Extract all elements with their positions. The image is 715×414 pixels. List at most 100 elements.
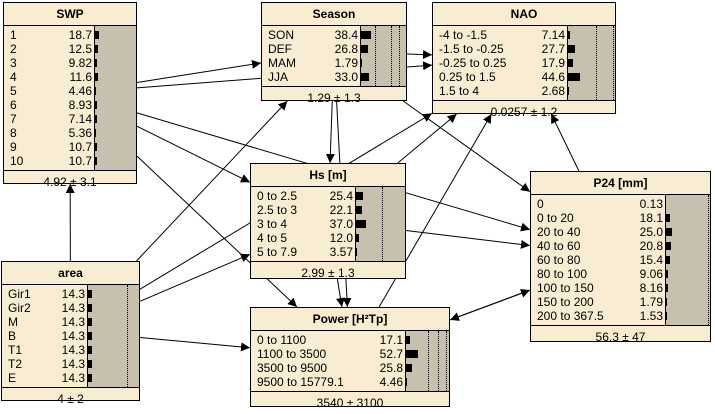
state-label: E xyxy=(8,371,16,385)
probability-bar xyxy=(95,129,96,137)
node-summary: 4.92 ± 3.1 xyxy=(4,171,136,193)
bar-row xyxy=(95,56,136,70)
state-label: DEF xyxy=(268,42,292,56)
probability-bar xyxy=(406,378,407,386)
state-label: 5 to 7.9 xyxy=(257,245,297,259)
probability-bar xyxy=(666,214,670,222)
bar-row xyxy=(88,315,139,329)
state-probability: 15.4 xyxy=(640,253,665,267)
probability-bar xyxy=(95,157,97,165)
bar-row xyxy=(666,211,710,225)
bar-row xyxy=(356,203,405,217)
state-probability: 7.14 xyxy=(542,28,567,42)
probability-bar xyxy=(361,73,369,81)
bar-row xyxy=(568,42,615,56)
node-summary: 56.3 ± 47 xyxy=(531,326,710,348)
edge-swp-to-hs xyxy=(137,126,250,182)
state-probability: 11.6 xyxy=(70,70,94,84)
state-probability: 12.0 xyxy=(330,231,355,245)
belief-bars xyxy=(94,26,136,170)
state-probability: 20.8 xyxy=(640,239,665,253)
bar-row xyxy=(568,70,615,84)
probability-bar xyxy=(356,192,363,200)
bar-row xyxy=(88,357,139,371)
probability-bar xyxy=(95,73,98,81)
state-label: T1 xyxy=(8,343,22,357)
state-probability: 37.0 xyxy=(330,217,355,231)
state-label: 0 to 1100 xyxy=(257,333,306,347)
belief-bars xyxy=(567,26,615,100)
gridline xyxy=(613,26,614,100)
state-label: Gir1 xyxy=(8,287,31,301)
probability-bar xyxy=(406,364,412,372)
state-probability: 14.3 xyxy=(62,301,87,315)
bar-row xyxy=(88,343,139,357)
state-probability: 18.1 xyxy=(640,211,665,225)
probability-bar xyxy=(95,101,97,109)
state-label: 150 to 200 xyxy=(537,295,594,309)
state-probability: 8.16 xyxy=(640,281,665,295)
probability-bar xyxy=(88,304,92,312)
node-title: Season xyxy=(262,3,406,26)
state-label: 0 xyxy=(537,197,544,211)
edge-power-to-p24 xyxy=(450,290,530,320)
edge-season-to-nao xyxy=(407,54,432,55)
state-probability: 17.1 xyxy=(380,333,405,347)
bar-row xyxy=(666,295,710,309)
state-label: 9 xyxy=(10,140,17,154)
gridline xyxy=(382,187,383,261)
state-label: JJA xyxy=(268,70,288,84)
probability-bar xyxy=(361,31,371,39)
node-summary: 1.29 ± 1.3 xyxy=(262,87,406,109)
probability-bar xyxy=(88,332,92,340)
state-label: 60 to 80 xyxy=(537,253,580,267)
probability-bar xyxy=(568,31,570,39)
probability-bar xyxy=(95,115,97,123)
bar-row xyxy=(88,329,139,343)
state-probability: 52.7 xyxy=(380,347,405,361)
state-label: 9500 to 15779.1 xyxy=(257,375,344,389)
probability-bar xyxy=(356,220,366,228)
gridline xyxy=(375,26,376,86)
bar-row xyxy=(95,140,136,154)
state-row: 0 to 1100 17.1 xyxy=(257,333,405,347)
state-probability: 12.5 xyxy=(69,42,94,56)
probability-bar xyxy=(356,234,359,242)
node-title: P24 [mm] xyxy=(531,172,710,195)
gridline xyxy=(428,331,429,391)
state-label: Gir2 xyxy=(8,301,31,315)
probability-bar xyxy=(406,350,418,358)
state-probability: 14.3 xyxy=(62,329,87,343)
